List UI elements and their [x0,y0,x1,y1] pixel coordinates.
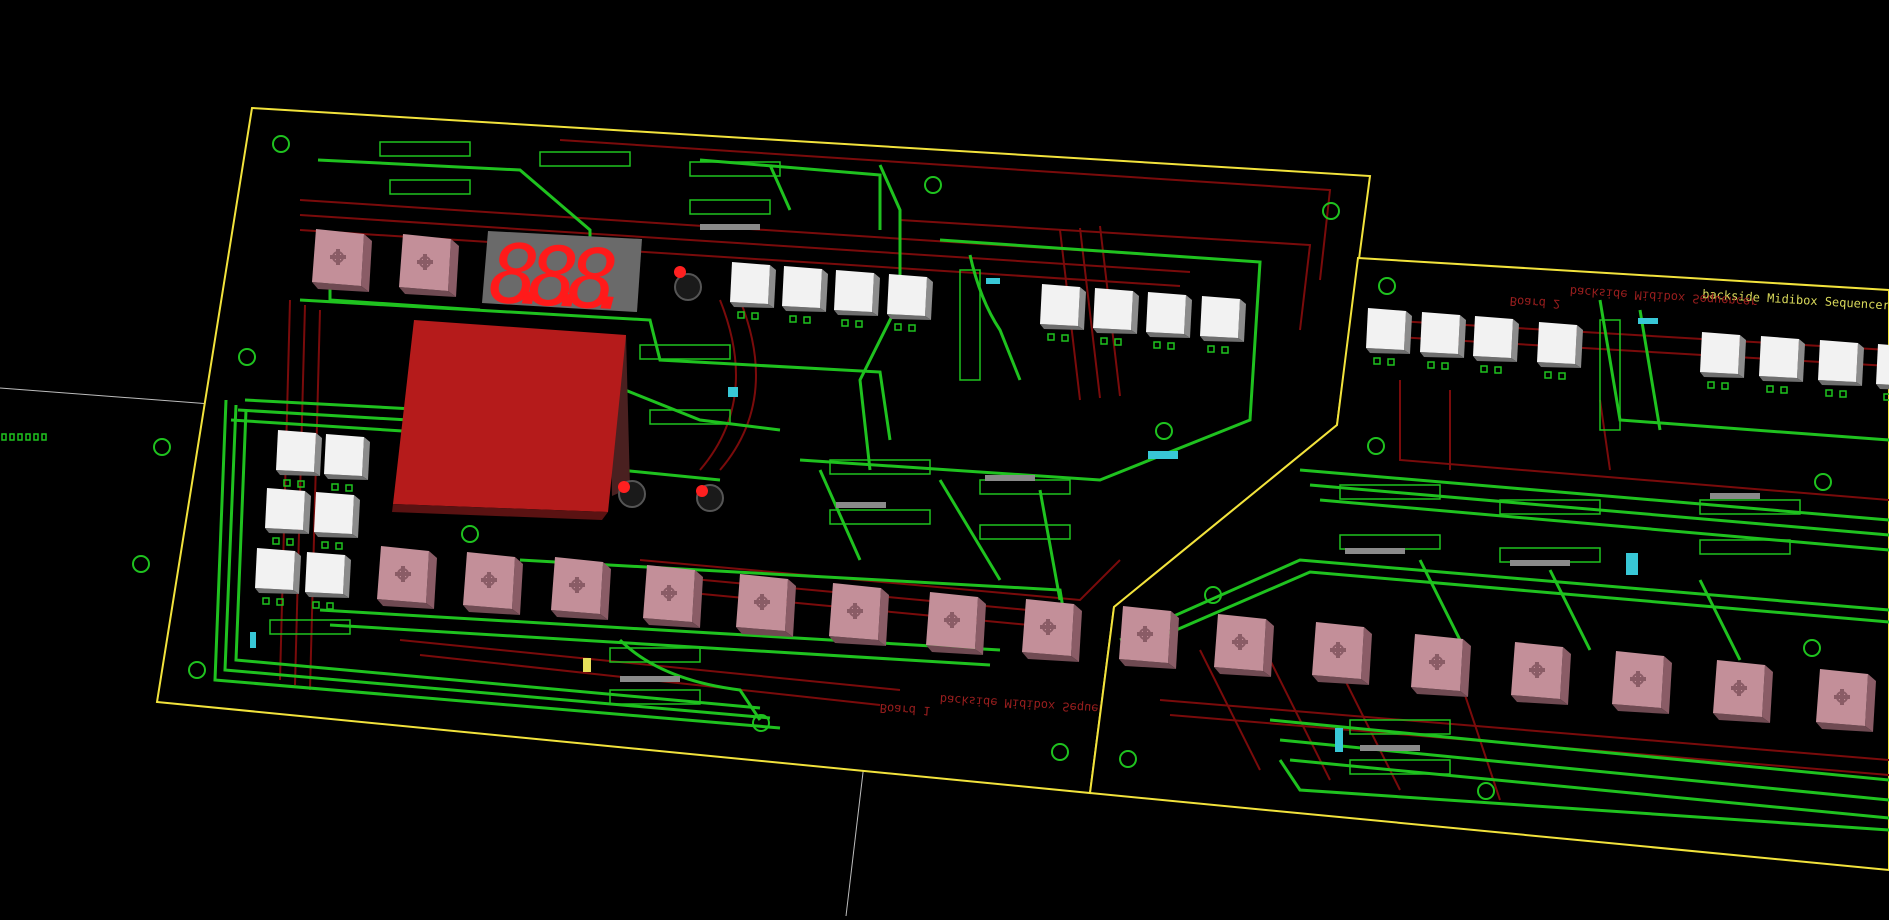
led [1366,308,1412,366]
offboard-parts [1,433,171,573]
mounting-holes [1119,277,1832,800]
small-parts [1335,318,1658,752]
led-group [1366,308,1889,401]
left-board[interactable]: 8.8.8. backside Midibox Sequencer Board … [155,106,1372,795]
led [1200,296,1246,354]
led [1537,322,1583,380]
silkscreen-board-mirrored: Board 2 [1509,294,1560,311]
lcd-body [393,320,626,512]
push-button[interactable] [829,583,889,646]
offboard-mount-hole [153,438,171,456]
rotary-encoders [618,266,724,512]
push-button[interactable] [1612,651,1672,714]
push-button[interactable] [736,574,796,637]
led [1420,312,1466,370]
push-button[interactable] [1511,642,1571,705]
led [1818,340,1864,398]
push-button[interactable] [312,229,372,292]
right-board-outline [1088,256,1889,872]
button-group[interactable] [1119,606,1876,732]
led [887,274,933,332]
silkscreen-board-mirrored: Board 1 [879,701,930,718]
led [782,266,828,324]
led-group [255,262,1246,610]
led [255,548,301,606]
mounting-holes [188,135,1340,761]
push-button[interactable] [1214,614,1274,677]
push-button[interactable] [1022,599,1082,662]
bottom-copper-traces [1159,319,1889,801]
led [1759,336,1805,394]
encoder-led [674,266,686,278]
push-button[interactable] [463,552,523,615]
display-housing [482,231,642,312]
led [730,262,776,320]
push-button[interactable] [1312,622,1372,685]
button-group[interactable] [312,229,1082,662]
led [276,430,322,488]
push-button[interactable] [1713,660,1773,723]
lcd-module [392,320,630,520]
push-button[interactable] [399,234,459,297]
led [1700,332,1746,390]
small-parts [250,278,1178,672]
encoder-led [618,481,630,493]
led [1040,284,1086,342]
seven-segment-display: 8.8.8. [482,226,642,330]
led [1876,344,1889,401]
led [834,270,880,328]
encoder-led [696,485,708,497]
ic-footprints [269,141,1071,705]
led [305,552,351,610]
offboard-mount-hole [132,555,150,573]
push-button[interactable] [1119,606,1179,669]
ic-chip-bodies [1345,493,1760,751]
push-button[interactable] [551,557,611,620]
led [314,492,360,550]
push-button[interactable] [377,546,437,609]
ic-chip-bodies [620,224,1035,682]
led [1093,288,1139,346]
push-button[interactable] [926,592,986,655]
display-digits: 8.8.8. [487,226,641,330]
right-board[interactable]: backside Midibox Sequencer backside Midi… [1088,256,1889,872]
encoder-knob [674,273,702,301]
push-button[interactable] [1816,669,1876,732]
led [265,488,311,546]
offboard-header [1,433,47,441]
led [324,434,370,492]
led [1146,292,1192,350]
led [1473,316,1519,374]
top-copper-traces [1119,299,1889,832]
push-button[interactable] [643,565,703,628]
push-button[interactable] [1411,634,1471,697]
